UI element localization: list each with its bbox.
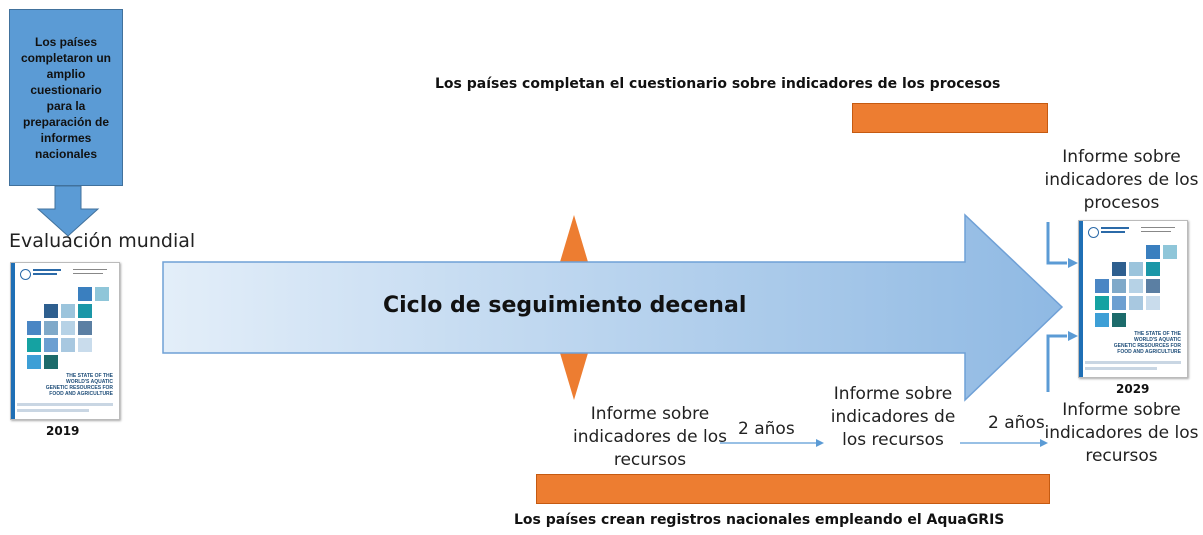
report-cover-2029: THE STATE OF THE WORLD'S AQUATIC GENETIC… bbox=[1078, 220, 1188, 378]
interval-label-1: 2 años bbox=[738, 419, 795, 439]
connector-bottom bbox=[1046, 334, 1067, 392]
process-questionnaire-caption: Los países completan el cuestionario sob… bbox=[435, 76, 1001, 92]
orange-triangle-down bbox=[560, 353, 588, 400]
process-report-label: Informe sobre indicadores de los proceso… bbox=[1044, 147, 1199, 213]
global-assessment-label: Evaluación mundial bbox=[9, 230, 196, 252]
resource-report-label-final: Informe sobre indicadores de los recurso… bbox=[1044, 400, 1199, 466]
resource-report-label-2: Informe sobre indicadores de los recurso… bbox=[830, 384, 956, 450]
connector-top bbox=[1046, 222, 1067, 265]
aquagris-bar bbox=[536, 474, 1050, 504]
questionnaire-box: Los países completaron un amplio cuestio… bbox=[9, 9, 123, 186]
interval-label-2: 2 años bbox=[988, 413, 1045, 433]
orange-triangle-up bbox=[560, 215, 588, 262]
box-down-arrow bbox=[36, 185, 100, 237]
cycle-arrow-label: Ciclo de seguimiento decenal bbox=[383, 293, 747, 318]
aquagris-caption: Los países crean registros nacionales em… bbox=[514, 512, 1005, 528]
process-questionnaire-bar bbox=[852, 103, 1048, 133]
questionnaire-box-text: Los países completaron un amplio cuestio… bbox=[20, 34, 111, 161]
cycle-arrow bbox=[162, 213, 1064, 402]
year-2029: 2029 bbox=[1116, 382, 1150, 396]
report-cover-2019: THE STATE OF THE WORLD'S AQUATIC GENETIC… bbox=[10, 262, 120, 420]
resource-report-label-1: Informe sobre indicadores de los recurso… bbox=[573, 404, 727, 470]
year-2019: 2019 bbox=[46, 424, 80, 438]
